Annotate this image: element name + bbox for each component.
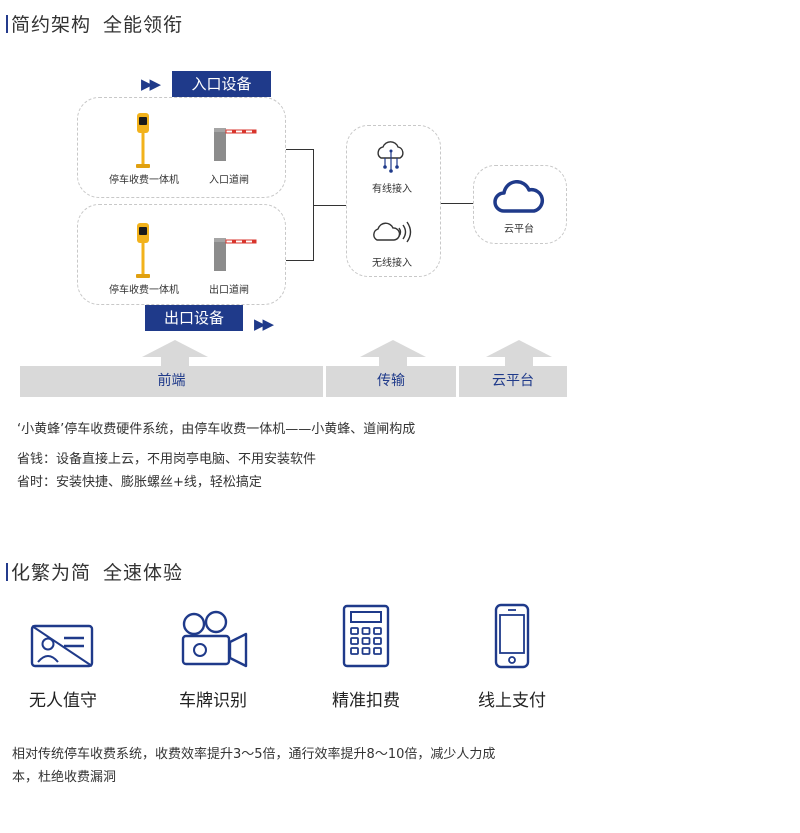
connector-entry <box>284 149 314 150</box>
title2-part-b: 全速体验 <box>103 562 184 584</box>
title-accent-bar-2 <box>6 563 8 581</box>
platform-cloud: 云平台 <box>459 366 567 397</box>
exit-device-tag: 出口设备 <box>145 305 243 331</box>
calculator-icon <box>342 604 390 668</box>
title-accent-bar <box>6 15 8 33</box>
exit-arrows-icon: ▶▶ <box>254 315 274 333</box>
transmission-box <box>346 125 441 277</box>
wired-label: 有线接入 <box>372 184 412 195</box>
save-time-text: 省时：安装快捷、膨胀螺丝+线，轻松搞定 <box>17 475 262 490</box>
feature-plate-recognition-label: 车牌识别 <box>179 691 247 711</box>
platform-transmit: 传输 <box>326 366 456 397</box>
phone-icon <box>494 603 530 669</box>
connector-to-cloud <box>439 203 473 204</box>
feature-unattended-label: 无人值守 <box>29 691 97 711</box>
title-part-b: 全能领衔 <box>103 14 184 36</box>
exit-gate-label: 出口道闸 <box>209 285 249 296</box>
camera-icon <box>181 610 248 668</box>
cloud-label: 云平台 <box>504 224 534 235</box>
entry-kiosk-icon <box>136 113 150 168</box>
connector-to-transmit <box>313 205 346 206</box>
architecture-description: ‘小黄蜂’停车收费硬件系统，由停车收费一体机——小黄蜂、道闸构成 <box>17 422 416 437</box>
save-money-text: 省钱：设备直接上云，不用岗亭电脑、不用安装软件 <box>17 452 317 467</box>
entry-device-box <box>77 97 286 198</box>
feature-online-payment-label: 线上支付 <box>478 691 546 711</box>
title2-part-a: 化繁为简 <box>11 562 92 584</box>
entry-gate-icon <box>214 128 257 161</box>
title-part-a: 简约架构 <box>11 14 92 36</box>
wireless-label: 无线接入 <box>372 258 412 269</box>
exit-kiosk-icon <box>136 223 150 278</box>
efficiency-description-line2: 本，杜绝收费漏洞 <box>12 770 117 785</box>
efficiency-description-line1: 相对传统停车收费系统，收费效率提升3～5倍，通行效率提升8～10倍，减少人力成 <box>12 747 496 762</box>
wired-cloud-icon <box>377 141 404 173</box>
wireless-cloud-icon <box>373 221 412 243</box>
entry-arrows-icon: ▶▶ <box>141 75 161 93</box>
connector-exit <box>284 260 314 261</box>
feature-accurate-charge-label: 精准扣费 <box>332 691 400 711</box>
cloud-platform-box <box>473 165 567 244</box>
entry-gate-label: 入口道闸 <box>209 175 249 186</box>
exit-device-box <box>77 204 286 305</box>
exit-kiosk-label: 停车收费一体机 <box>109 285 179 296</box>
up-arrow-cloud-icon <box>486 340 552 367</box>
up-arrow-front-icon <box>142 340 208 367</box>
entry-device-tag: 入口设备 <box>172 71 271 97</box>
cloud-icon <box>493 180 544 213</box>
section-architecture-title: 简约架构全能领衔 <box>6 10 183 37</box>
section-experience-title: 化繁为简全速体验 <box>6 558 183 585</box>
up-arrow-transmit-icon <box>360 340 426 367</box>
platform-front: 前端 <box>20 366 323 397</box>
id-card-icon <box>30 624 94 668</box>
entry-kiosk-label: 停车收费一体机 <box>109 175 179 186</box>
exit-gate-icon <box>214 238 257 271</box>
